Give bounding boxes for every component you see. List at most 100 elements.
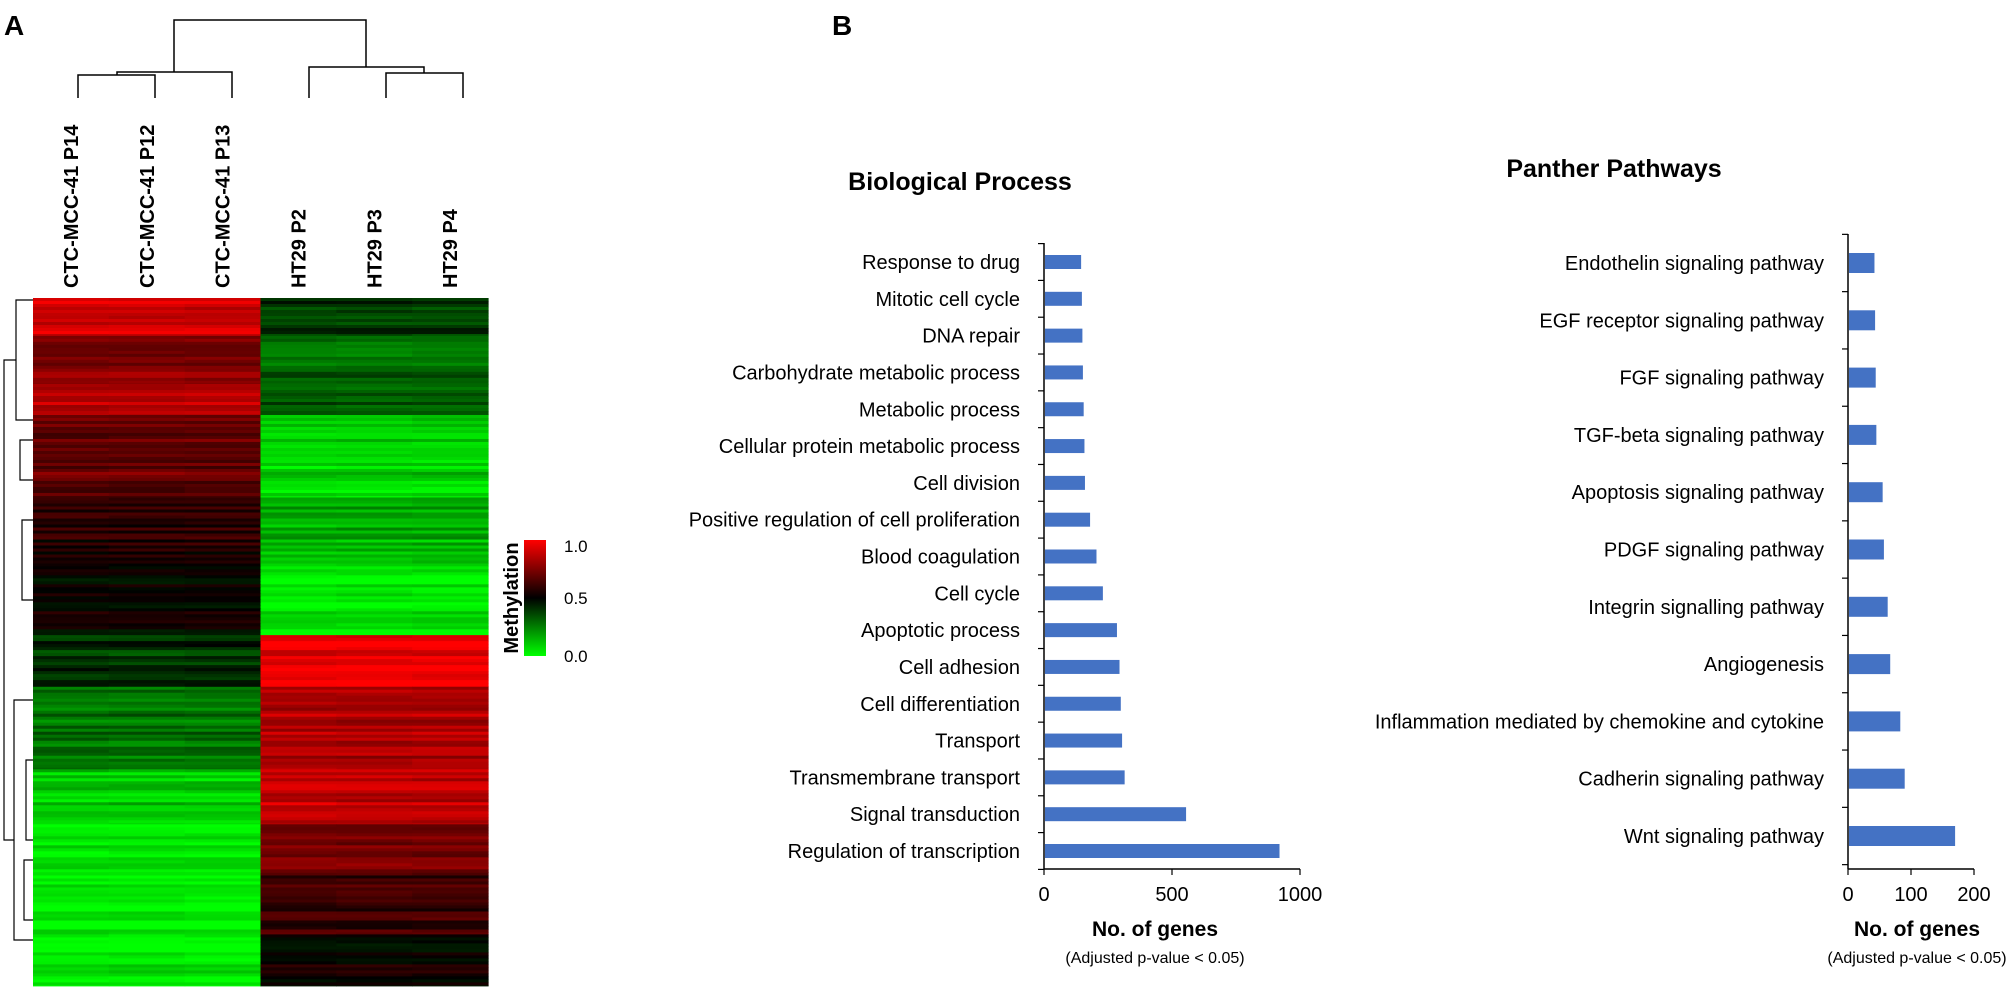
heatmap-cell xyxy=(184,937,262,941)
heatmap-cell xyxy=(260,551,337,555)
heatmap-cell xyxy=(260,710,337,715)
heatmap-cell xyxy=(412,955,489,959)
category-label: Cell division xyxy=(913,473,1020,495)
heatmap-cell xyxy=(108,569,186,573)
heatmap-cell xyxy=(412,533,489,537)
heatmap-cell xyxy=(108,905,186,909)
heatmap-cell xyxy=(33,313,110,317)
heatmap-cell xyxy=(260,731,337,736)
heatmap-cell xyxy=(336,626,413,630)
heatmap-cell xyxy=(412,704,489,709)
heatmap-cell xyxy=(260,316,337,320)
heatmap-cell xyxy=(108,509,186,513)
heatmap-cell xyxy=(33,387,110,391)
heatmap-cell xyxy=(184,301,262,305)
heatmap-cell xyxy=(33,976,110,980)
heatmap-cell xyxy=(108,949,186,953)
heatmap-cell xyxy=(336,671,413,675)
heatmap-cell xyxy=(260,313,337,317)
bar xyxy=(1045,291,1082,306)
heatmap-cell xyxy=(260,435,337,440)
heatmap-cell xyxy=(412,438,489,443)
heatmap-cell xyxy=(260,790,337,794)
heatmap-cell xyxy=(412,784,489,788)
heatmap-cell xyxy=(260,905,337,909)
heatmap-cell xyxy=(108,533,186,537)
heatmap-cell xyxy=(412,374,489,379)
heatmap-cell xyxy=(336,866,413,870)
heatmap-cell xyxy=(108,823,186,825)
heatmap-cell xyxy=(336,578,413,582)
heatmap-cell xyxy=(412,365,489,370)
heatmap-cell xyxy=(412,441,489,446)
heatmap-cell xyxy=(184,629,262,633)
heatmap-cell xyxy=(336,608,413,612)
heatmap-cell xyxy=(108,344,186,349)
heatmap-cell xyxy=(108,515,186,519)
heatmap-cell xyxy=(184,698,262,703)
heatmap-cell xyxy=(33,955,110,959)
heatmap-cell xyxy=(336,802,413,806)
heatmap-cell xyxy=(184,887,262,891)
heatmap-cell xyxy=(108,719,186,724)
heatmap-cell xyxy=(108,647,186,651)
heatmap-cell xyxy=(412,411,489,415)
heatmap-cell xyxy=(412,599,489,603)
heatmap-cell xyxy=(412,350,489,355)
heatmap-cell xyxy=(336,823,413,825)
heatmap-cell xyxy=(412,890,489,894)
heatmap-cell xyxy=(33,316,110,320)
heatmap-cell xyxy=(336,557,413,561)
chart-title: Panther Pathways xyxy=(1506,155,1721,183)
heatmap-cell xyxy=(412,322,489,326)
heatmap-cell xyxy=(260,530,337,534)
heatmap-cell xyxy=(184,764,262,769)
heatmap-cell xyxy=(260,911,337,915)
heatmap-cell xyxy=(260,926,337,930)
heatmap-cell xyxy=(412,641,489,645)
heatmap-cell xyxy=(108,710,186,715)
heatmap-cell xyxy=(108,359,186,364)
heatmap-cell xyxy=(33,784,110,788)
heatmap-cell xyxy=(108,893,186,897)
heatmap-cell xyxy=(184,662,262,666)
heatmap-cell xyxy=(184,474,262,479)
heatmap-cell xyxy=(184,808,262,812)
heatmap-cell xyxy=(33,344,110,349)
heatmap-cell xyxy=(260,902,337,906)
heatmap-cell xyxy=(184,955,262,959)
heatmap-cell xyxy=(336,629,413,633)
heatmap-cell xyxy=(412,338,489,343)
bar xyxy=(1045,844,1280,858)
heatmap-cell xyxy=(336,518,413,522)
heatmap-cell xyxy=(184,722,262,727)
heatmap-cell xyxy=(184,893,262,897)
heatmap-cell xyxy=(260,808,337,812)
heatmap-cell xyxy=(108,474,186,479)
heatmap-cell xyxy=(412,390,489,394)
heatmap-cell xyxy=(184,728,262,733)
heatmap-cell xyxy=(412,686,489,688)
heatmap-cell xyxy=(260,937,337,941)
heatmap-cell xyxy=(184,459,262,464)
heatmap-cell xyxy=(412,362,489,367)
heatmap-cell xyxy=(184,310,262,314)
heatmap-cell xyxy=(412,456,489,461)
bar xyxy=(1045,439,1085,454)
heatmap-cell xyxy=(108,796,186,800)
heatmap-cell xyxy=(108,480,186,485)
heatmap-cell xyxy=(260,914,337,918)
heatmap-cell xyxy=(260,823,337,825)
heatmap-cell xyxy=(260,955,337,959)
heatmap-cell xyxy=(336,338,413,343)
heatmap-cell xyxy=(412,830,489,834)
heatmap-cell xyxy=(260,787,337,791)
row-dendrogram xyxy=(3,299,33,941)
heatmap-cell xyxy=(33,374,110,379)
heatmap-cell xyxy=(184,444,262,449)
heatmap-cell xyxy=(184,701,262,706)
heatmap-cell xyxy=(260,665,337,669)
heatmap-cell xyxy=(184,435,262,440)
heatmap-cell xyxy=(184,387,262,391)
heatmap-cell xyxy=(336,605,413,609)
